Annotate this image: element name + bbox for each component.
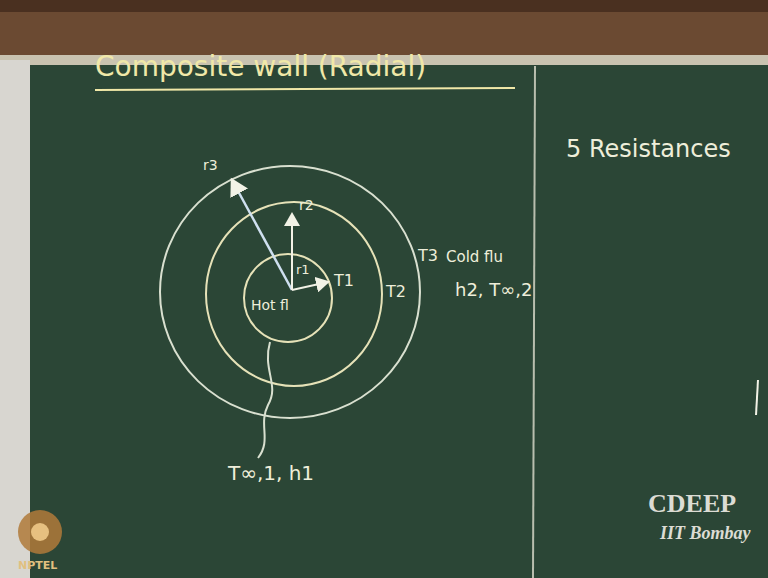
radius-label: r1: [296, 263, 310, 277]
temperature-label: T1: [334, 272, 354, 290]
watermark: IIT Bombay: [660, 524, 751, 544]
temperature-label: T2: [386, 283, 406, 301]
radius-label: r3: [203, 158, 218, 173]
watermark: NPTEL: [18, 560, 57, 572]
convection-label: h2, T∞,2: [455, 280, 532, 300]
fluid-label: Hot fl: [251, 298, 289, 313]
watermark: CDEEP: [648, 490, 736, 519]
convection-label: T∞,1, h1: [228, 462, 314, 484]
fluid-label: Cold flu: [446, 249, 503, 266]
board-title: Composite wall (Radial): [95, 52, 426, 83]
radius-label: r2: [299, 198, 314, 213]
note-text: 5 Resistances: [566, 136, 731, 162]
temperature-label: T3: [418, 247, 438, 265]
